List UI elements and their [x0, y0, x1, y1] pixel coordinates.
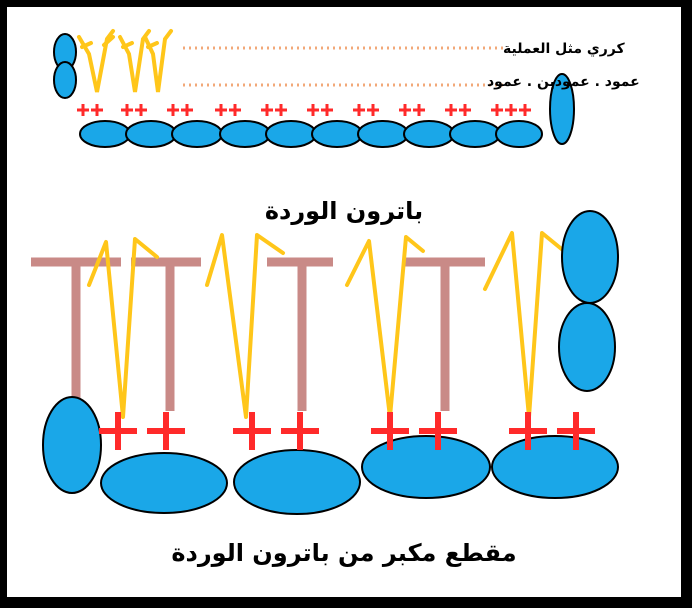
double-crochet-v: [80, 35, 115, 49]
note-line-2: عمود . عمودين . عمود: [487, 74, 640, 90]
diagram-frame: كرري مثل العملية عمود . عمودين . عمود با…: [7, 7, 681, 597]
chain-oval: [53, 61, 77, 99]
single-crochet-plus: [147, 412, 185, 450]
chain-oval: [495, 120, 543, 148]
chain-oval: [219, 120, 271, 148]
small-plus-row: [77, 104, 531, 116]
chain-oval: [549, 73, 575, 145]
single-crochet-plus: [167, 104, 193, 116]
crochet-diagram: كرري مثل العملية عمود . عمودين . عمود با…: [31, 29, 640, 567]
single-crochet-plus: [77, 104, 103, 116]
chain-oval: [558, 302, 616, 392]
title-large: مقطع مكبر من باترون الوردة: [171, 539, 516, 567]
chain-oval: [449, 120, 501, 148]
chain-oval: [311, 120, 363, 148]
double-crochet-v: [87, 237, 159, 419]
single-crochet-plus: [445, 104, 471, 116]
t-stitch: [131, 257, 201, 411]
chain-oval: [561, 210, 619, 304]
single-crochet-plus: [371, 412, 409, 450]
single-crochet-plus: [519, 104, 531, 116]
t-stitch: [405, 257, 459, 411]
single-crochet-plus: [99, 412, 137, 450]
plus-row: [99, 412, 595, 450]
double-crochet-v: [121, 41, 159, 49]
chain-oval: [79, 120, 131, 148]
single-crochet-plus: [491, 104, 517, 116]
double-crochet-v: [483, 231, 566, 419]
chain-oval: [42, 396, 102, 494]
t-stitch: [31, 257, 121, 411]
chain-oval: [171, 120, 223, 148]
note-line-1: كرري مثل العملية: [503, 41, 625, 58]
t-stitch: [267, 257, 333, 411]
t-stitches: [31, 257, 485, 411]
chain-oval: [125, 120, 177, 148]
single-crochet-plus: [233, 412, 271, 450]
single-crochet-plus: [399, 104, 425, 116]
small-v-stitches: [77, 29, 173, 93]
small-pattern: كرري مثل العملية عمود . عمودين . عمود: [53, 29, 640, 148]
single-crochet-plus: [281, 412, 319, 450]
single-crochet-plus: [509, 412, 547, 450]
chain-oval: [361, 435, 491, 499]
title-small: باترون الوردة: [265, 197, 423, 225]
small-chain-row: [79, 120, 543, 148]
chain-oval: [491, 435, 619, 499]
chain-oval: [357, 120, 409, 148]
single-crochet-plus: [353, 104, 379, 116]
chain-oval: [265, 120, 317, 148]
large-chain-row: [100, 435, 619, 515]
single-crochet-plus: [261, 104, 287, 116]
double-crochet-v: [205, 233, 285, 419]
single-crochet-plus: [215, 104, 241, 116]
chain-oval: [100, 452, 228, 514]
single-crochet-plus: [419, 412, 457, 450]
chain-oval: [233, 449, 361, 515]
single-crochet-plus: [121, 104, 147, 116]
double-crochet-v: [77, 29, 115, 93]
single-crochet-plus: [307, 104, 333, 116]
single-crochet-plus: [557, 412, 595, 450]
double-crochet-v: [143, 29, 173, 93]
large-pattern: [31, 210, 619, 515]
chain-oval: [403, 120, 455, 148]
